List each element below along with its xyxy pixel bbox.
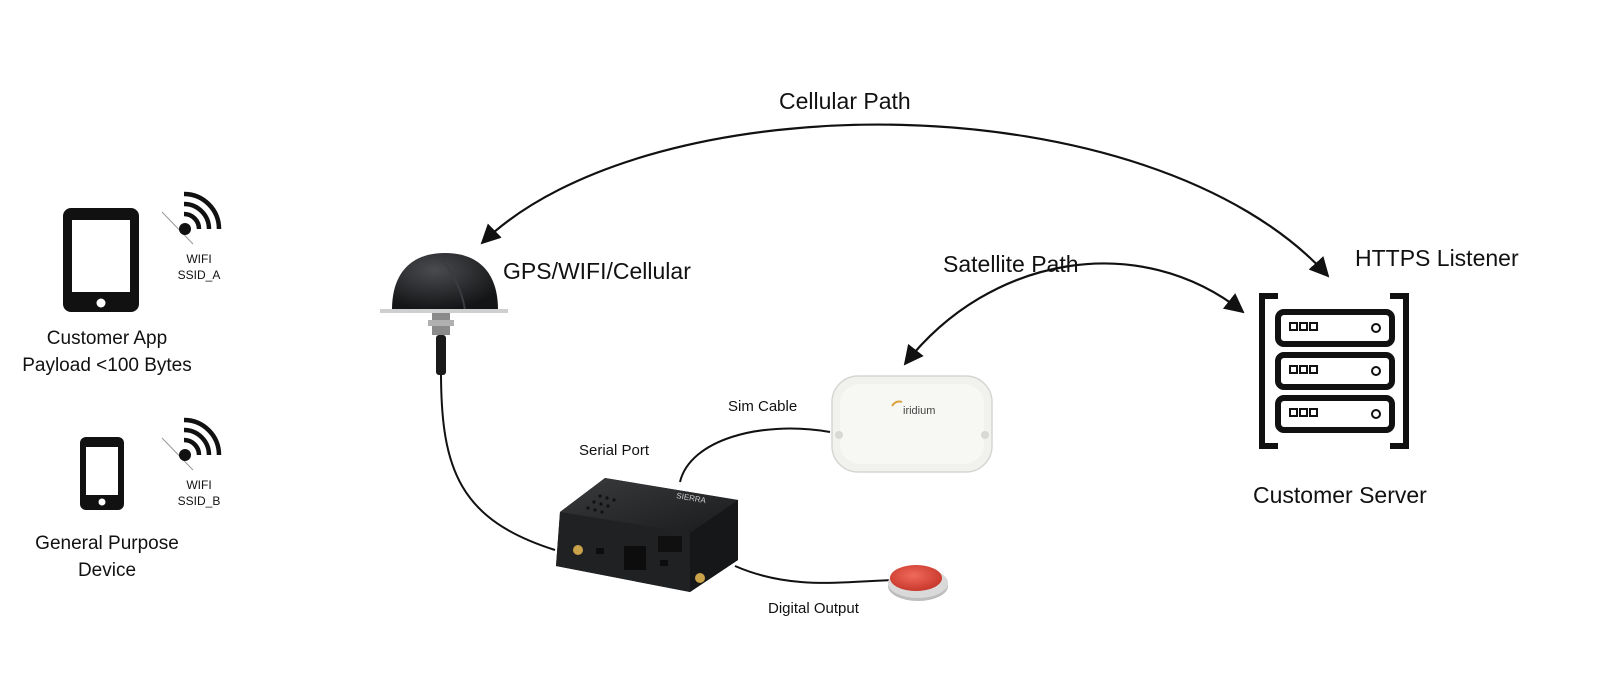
tablet-icon: [63, 208, 139, 312]
push-button-icon: [888, 565, 948, 601]
serial-port-label: Serial Port: [579, 442, 650, 459]
server-rack-icon: [1259, 293, 1409, 449]
wifi-a-label: WIFI SSID_A: [168, 251, 230, 283]
router-icon: SIERRA: [556, 478, 738, 592]
general-device-line2: Device: [77, 559, 137, 581]
antenna-label: GPS/WIFI/Cellular: [503, 258, 691, 284]
wifi-a-line2: SSID_A: [177, 268, 221, 283]
wifi-b-line2: SSID_B: [177, 494, 221, 509]
customer-app-line2: Payload <100 Bytes: [22, 354, 192, 376]
wifi-b-label: WIFI SSID_B: [168, 477, 230, 509]
digital-output-label: Digital Output: [768, 600, 859, 617]
cellular-path-label: Cellular Path: [779, 88, 911, 114]
wifi-icon: [161, 417, 222, 471]
sim-cable-label: Sim Cable: [728, 398, 798, 415]
general-device-label: General Purpose Device: [17, 531, 197, 584]
wifi-b-line1: WIFI: [186, 478, 212, 492]
wifi-a-line1: WIFI: [186, 252, 212, 266]
iridium-modem-icon: iridium: [831, 375, 993, 473]
satellite-path-arrow: [903, 262, 1245, 366]
https-listener-label: HTTPS Listener: [1355, 245, 1519, 271]
general-device-line1: General Purpose: [35, 533, 179, 554]
antenna-cable: [440, 371, 556, 551]
sim-cable: [679, 427, 831, 483]
customer-app-line1: Customer App: [46, 328, 168, 349]
wifi-icon: [161, 191, 222, 245]
customer-server-label: Customer Server: [1253, 482, 1427, 508]
customer-app-label: Customer App Payload <100 Bytes: [14, 326, 200, 379]
digital-output-cable: [734, 565, 894, 584]
smartphone-icon: [80, 437, 124, 510]
iridium-logo: iridium: [903, 405, 935, 417]
satellite-path-label: Satellite Path: [943, 251, 1079, 277]
cellular-path-arrow: [480, 123, 1330, 278]
antenna-icon: [380, 253, 508, 375]
